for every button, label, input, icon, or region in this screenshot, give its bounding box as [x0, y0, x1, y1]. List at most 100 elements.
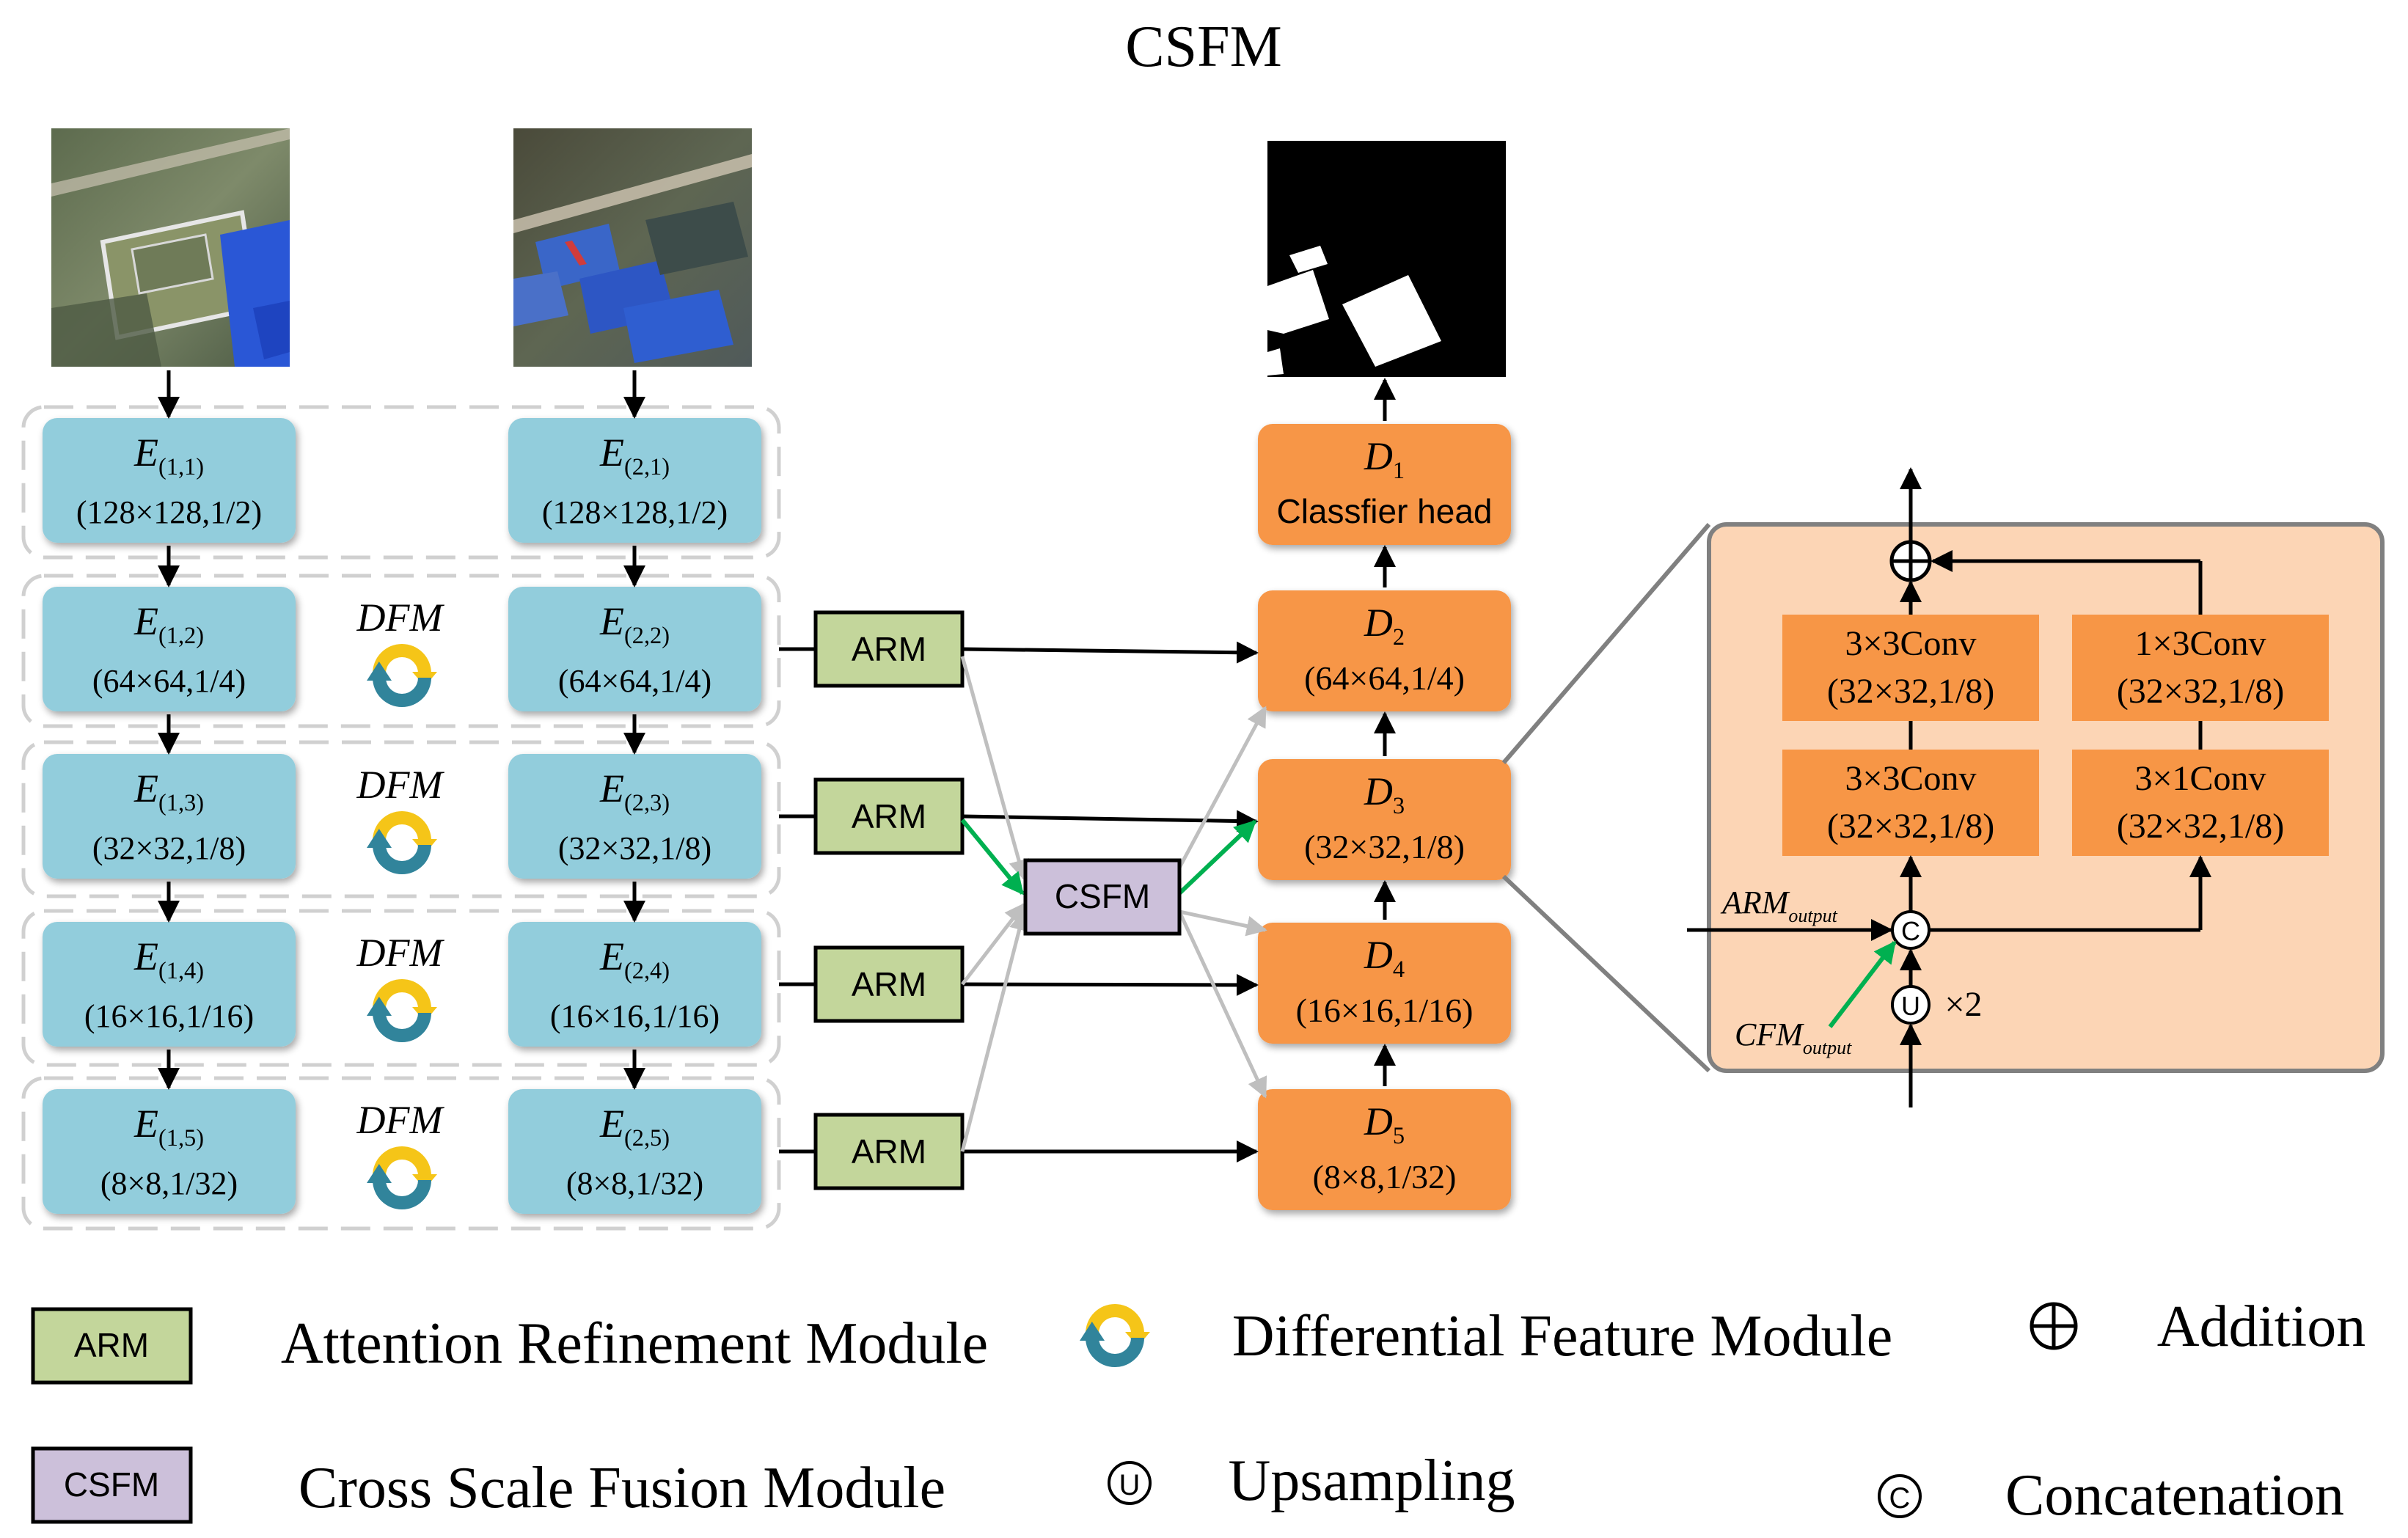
legend-up-symbol: U: [1119, 1469, 1141, 1501]
conv-dims: (32×32,1/8): [1827, 807, 1994, 846]
upsample-factor: ×2: [1944, 985, 1982, 1024]
input-image-t2: [513, 128, 752, 367]
dfm-icon: [367, 811, 437, 874]
encoder2-block-dims: (64×64,1/4): [558, 663, 711, 699]
decoder-block-name: D2: [1364, 601, 1405, 651]
upsample-icon: U: [1891, 985, 1931, 1025]
csfm-to-decoder-arrow: [1177, 910, 1267, 1099]
csfm-to-decoder-green-arrow: [1177, 819, 1257, 896]
conv-kernel: 1×3Conv: [2134, 624, 2266, 663]
upsample-symbol: U: [1901, 991, 1920, 1021]
arm-to-decoder-arrow: [962, 973, 1259, 996]
legend-arm: ARM Attention Refinement Module: [31, 1307, 988, 1385]
arm-label: ARM: [852, 797, 926, 835]
legend-csfm-box-label: CSFM: [64, 1465, 159, 1504]
arm-block-3: ARM: [813, 777, 965, 855]
stage-groups: [21, 405, 781, 1231]
arm-block-2: ARM: [813, 610, 965, 688]
encoder1-block-name: E(1,4): [133, 934, 204, 984]
legend-csfm-text: Cross Scale Fusion Module: [299, 1456, 945, 1520]
decoder-block-name: D4: [1364, 933, 1405, 983]
decoder-block-info: (64×64,1/4): [1304, 659, 1465, 697]
decoder-block-info: (32×32,1/8): [1304, 828, 1465, 865]
legend-arm-text: Attention Refinement Module: [281, 1311, 988, 1376]
csfm-to-decoder-arrow: [1177, 706, 1267, 869]
conv-dims: (32×32,1/8): [1827, 672, 1994, 711]
decoder-block-5: D5 (8×8,1/32): [1258, 1089, 1511, 1210]
concat-symbol: C: [1901, 916, 1920, 946]
arm-to-csfm-green-arrow: [960, 819, 1025, 896]
encoder1-block-name: E(1,3): [133, 766, 204, 816]
encoder2-block-5: E(2,5) (8×8,1/32): [508, 1089, 761, 1214]
dfm-icon: [367, 979, 437, 1042]
csfm-to-decoder-arrow: [1179, 909, 1267, 937]
decoder-block-name: D5: [1364, 1099, 1405, 1149]
legend-concat-symbol: C: [1889, 1482, 1911, 1515]
conv-dims: (32×32,1/8): [2117, 672, 2284, 711]
encoder1-block-4: E(1,4)(16×16,1/16): [43, 922, 296, 1047]
cfm-output-green-arrow: [1828, 940, 1897, 1028]
arm-block-4: ARM: [813, 945, 965, 1023]
encoder2-block-name: E(2,4): [599, 934, 670, 984]
detail-zoom-lines: [1501, 523, 1711, 1073]
encoder2-block-dims: (8×8,1/32): [566, 1165, 703, 1201]
arm-block-5: ARM: [813, 1113, 965, 1190]
decoder-block-info: (8×8,1/32): [1313, 1158, 1457, 1195]
decoder-block-name: D1: [1364, 434, 1405, 484]
legend-addition-text: Addition: [2157, 1295, 2365, 1359]
encoder2-block-name: E(2,3): [599, 766, 670, 816]
encoder2-block-dims: (16×16,1/16): [550, 998, 720, 1034]
decoder-block-info: (16×16,1/16): [1296, 992, 1474, 1029]
dfm-label-5: DFM: [356, 1098, 445, 1142]
detail-conv-block-2: 1×3Conv (32×32,1/8): [2072, 615, 2329, 721]
encoder1-block-name: E(1,1): [133, 431, 204, 480]
decoder-block-3: D3(32×32,1/8): [1258, 759, 1511, 880]
diagram-title: CSFM: [1125, 15, 1281, 79]
conv-dims: (32×32,1/8): [2117, 807, 2284, 846]
encoder1-block-5: E(1,5) (8×8,1/32): [43, 1089, 296, 1214]
arm-to-csfm-arrow: [960, 909, 1030, 1152]
encoder2-block-name: E(2,2): [599, 599, 670, 649]
dfm-icon: [1080, 1304, 1150, 1367]
legend-concatenation: C Concatenation: [1878, 1463, 2344, 1528]
detail-conv-block-4: 3×1Conv (32×32,1/8): [2072, 750, 2329, 856]
encoder1-block-name: E(1,2): [133, 599, 204, 649]
encoder1-block-dims: (8×8,1/32): [100, 1165, 238, 1201]
csfm-label: CSFM: [1055, 877, 1150, 915]
dfm-icon: [367, 1146, 437, 1209]
arm-label: ARM: [852, 965, 926, 1003]
csfm-block: CSFM: [1023, 858, 1182, 936]
encoder2-block-2: E(2,2) (64×64,1/4): [508, 587, 761, 711]
encoder1-block-dims: (64×64,1/4): [92, 663, 246, 699]
arm-to-decoder-arrow: [962, 641, 1259, 664]
legend-dfm: Differential Feature Module: [1080, 1304, 1892, 1369]
change-map-output: [1267, 141, 1506, 377]
encoder2-block-name: E(2,1): [599, 431, 670, 480]
decoder-block-4: D4 (16×16,1/16): [1258, 923, 1511, 1044]
encoder2-block-dims: (128×128,1/2): [542, 494, 728, 530]
encoder1-block-dims: (128×128,1/2): [76, 494, 262, 530]
legend-addition: Addition: [2030, 1295, 2365, 1359]
arm-label: ARM: [852, 630, 926, 668]
encoder1-block-3: E(1,3)(32×32,1/8): [43, 754, 296, 879]
dfm-icon: [367, 644, 437, 707]
conv-kernel: 3×1Conv: [2134, 759, 2266, 798]
addition-icon: [1889, 540, 1932, 582]
encoder2-block-3: E(2,3)(32×32,1/8): [508, 754, 761, 879]
legend-concat-text: Concatenation: [2005, 1463, 2344, 1528]
arm-to-decoder-arrow: [962, 810, 1259, 832]
conv-kernel: 3×3Conv: [1845, 624, 1976, 663]
detail-conv-block-1: 3×3Conv (32×32,1/8): [1782, 615, 2039, 721]
encoder2-block-4: E(2,4) (16×16,1/16): [508, 922, 761, 1047]
detail-conv-block-3: 3×3Conv(32×32,1/8): [1782, 750, 2039, 856]
dfm-label-2: DFM: [356, 596, 445, 640]
dfm-label-3: DFM: [356, 763, 445, 807]
encoder2-block-name: E(2,5): [599, 1102, 670, 1151]
encoder1-block-name: E(1,5): [133, 1102, 204, 1151]
legend-arm-box-label: ARM: [74, 1326, 149, 1364]
arm-to-csfm-arrow: [960, 656, 1029, 881]
decoder-block-info: Classfier head: [1276, 492, 1492, 530]
